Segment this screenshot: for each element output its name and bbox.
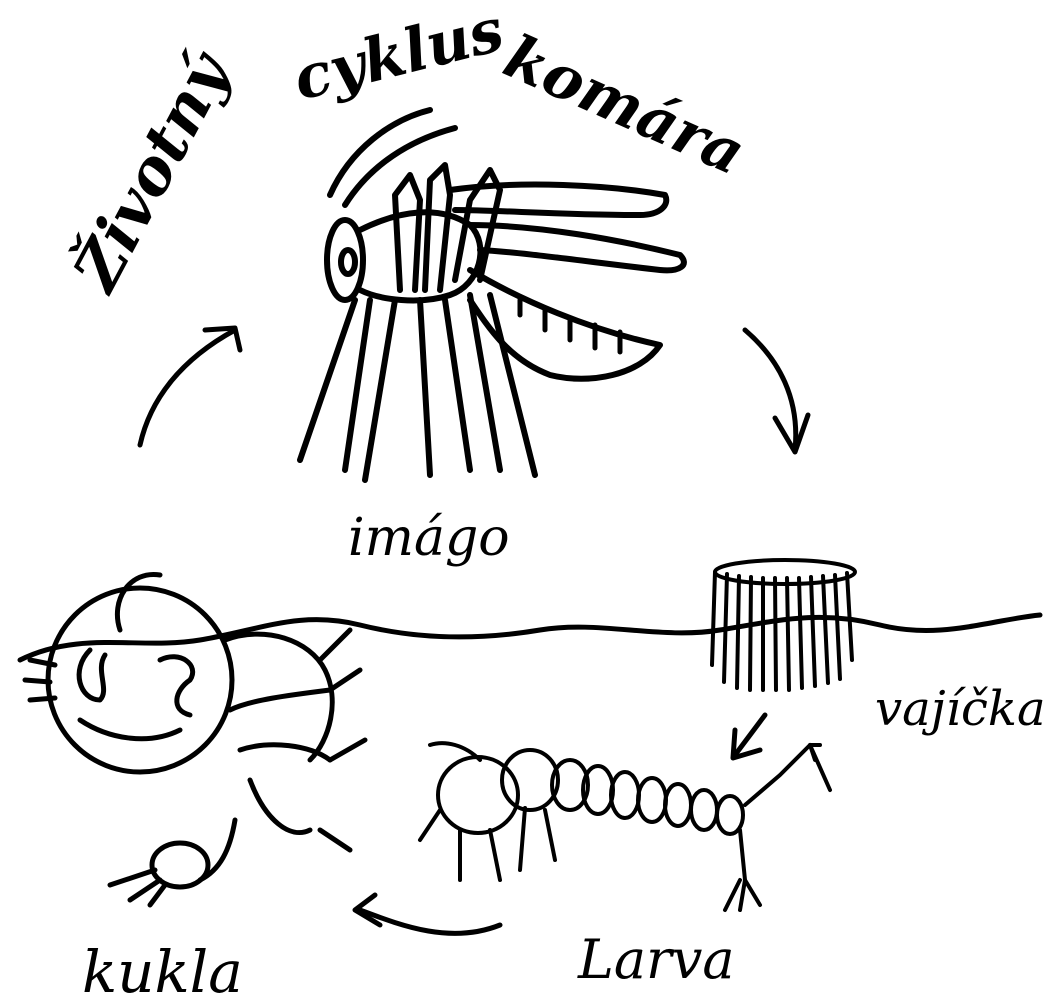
arrow-pupa-to-adult — [140, 330, 235, 445]
arrow-larva-to-pupa — [360, 910, 500, 933]
mosquito-drawing — [300, 110, 684, 480]
diagram-title: Životný cyklus komára — [57, 0, 754, 305]
title-word-1: Životný — [57, 38, 245, 304]
pupa-drawing — [25, 574, 365, 905]
label-pupa: kukla — [82, 938, 243, 998]
water-surface-line — [20, 615, 1040, 660]
arrow-adult-to-eggs — [745, 330, 796, 450]
label-adult: imágo — [348, 508, 510, 568]
title-word-3: komára — [494, 22, 755, 189]
title-word-2: cyklus — [287, 0, 511, 115]
egg-raft-drawing — [712, 560, 855, 690]
label-eggs: vajíčka — [875, 681, 1046, 737]
label-larva: Larva — [577, 928, 735, 991]
larva-drawing — [420, 743, 830, 910]
